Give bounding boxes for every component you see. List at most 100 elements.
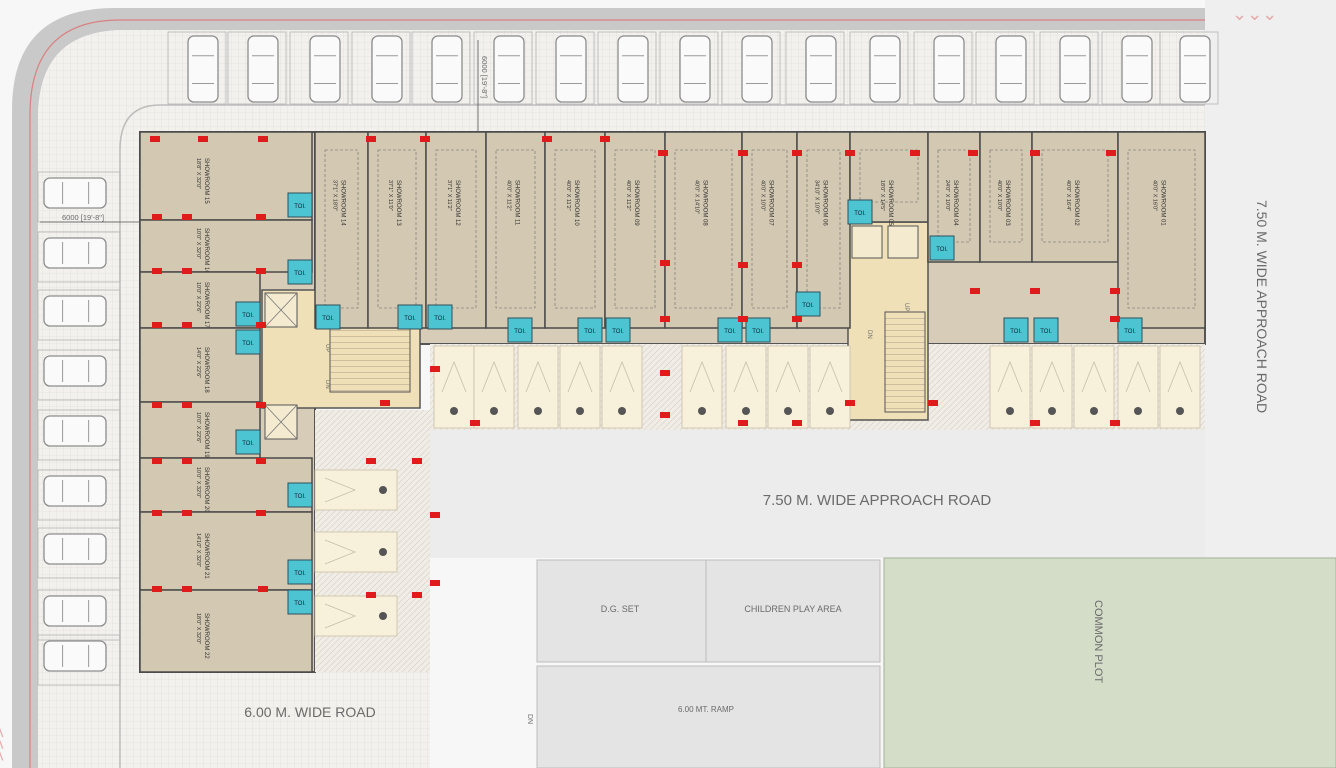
showroom-inner-line bbox=[614, 149, 656, 309]
structural-column bbox=[152, 458, 162, 464]
structural-column bbox=[366, 592, 376, 598]
parking-bay bbox=[1159, 31, 1219, 105]
showroom-size-label: 24'0" X 10'0" bbox=[944, 180, 950, 211]
shop-bay bbox=[1031, 345, 1073, 429]
left-core-dn-label: DN bbox=[324, 380, 330, 389]
structural-column bbox=[1030, 288, 1040, 294]
top-parking-bays bbox=[167, 31, 1219, 105]
toilet-label: TOI. bbox=[936, 247, 948, 253]
structural-column bbox=[152, 586, 162, 592]
car-icon bbox=[43, 415, 107, 447]
structural-column bbox=[182, 268, 192, 274]
toilet-label: TOI. bbox=[584, 329, 596, 335]
showroom-size-label: 40'0" X 11'2" bbox=[565, 180, 571, 211]
ramp-dn-label: DN bbox=[526, 714, 533, 724]
structural-column bbox=[152, 268, 162, 274]
showroom-inner-line bbox=[377, 149, 417, 309]
bay-marker-icon bbox=[379, 486, 387, 494]
showroom-unit bbox=[139, 131, 313, 221]
structural-column bbox=[412, 458, 422, 464]
structural-column bbox=[182, 510, 192, 516]
ramp-label: 6.00 MT. RAMP bbox=[678, 705, 734, 714]
parking-bay bbox=[37, 634, 121, 686]
structural-column bbox=[380, 400, 390, 406]
structural-column bbox=[430, 512, 440, 518]
showroom-unit bbox=[979, 131, 1033, 263]
showroom-inner-line bbox=[1127, 149, 1196, 309]
structural-column bbox=[152, 322, 162, 328]
structural-column bbox=[658, 150, 668, 156]
bay-marker-icon bbox=[1006, 407, 1014, 415]
car-icon bbox=[555, 35, 587, 103]
parking-bay bbox=[975, 31, 1035, 105]
showroom-size-label: 34'10" X 10'0" bbox=[814, 180, 820, 214]
bay-marker-icon bbox=[490, 407, 498, 415]
center-road-label: 7.50 M. WIDE APPROACH ROAD bbox=[763, 492, 992, 509]
car-icon bbox=[309, 35, 341, 103]
structural-column bbox=[182, 402, 192, 408]
showroom-label: SHOWROOM 10 bbox=[573, 180, 579, 226]
structural-column bbox=[256, 510, 266, 516]
showroom-size-label: 14'0" X 22'6" bbox=[195, 347, 201, 378]
toilet-block bbox=[315, 304, 341, 330]
toilet-block bbox=[1003, 317, 1029, 343]
parking-bay bbox=[351, 31, 411, 105]
inner-curb bbox=[119, 104, 1205, 768]
structural-column bbox=[968, 150, 978, 156]
structural-column bbox=[412, 592, 422, 598]
showroom-label: SHOWROOM 19 bbox=[203, 412, 209, 458]
edge-arrow-icon: >>> bbox=[0, 727, 8, 762]
right-lift-2 bbox=[887, 225, 919, 259]
structural-column bbox=[256, 322, 266, 328]
left-dimension-label: 6000 [19'-8"] bbox=[62, 213, 104, 222]
structural-column bbox=[970, 288, 980, 294]
structural-column bbox=[1030, 150, 1040, 156]
showroom-label: SHOWROOM 01 bbox=[1160, 180, 1166, 226]
toilet-label: TOI. bbox=[724, 329, 736, 335]
toilet-label: TOI. bbox=[242, 341, 254, 347]
structural-column bbox=[430, 366, 440, 372]
parking-bay bbox=[227, 31, 287, 105]
parking-bay bbox=[411, 31, 471, 105]
car-icon bbox=[43, 475, 107, 507]
toilet-label: TOI. bbox=[294, 271, 306, 277]
showroom-unit bbox=[139, 457, 313, 513]
shop-bay bbox=[681, 345, 723, 429]
car-icon bbox=[1121, 35, 1153, 103]
left-parking-bays bbox=[37, 171, 121, 686]
bay-marker-icon bbox=[1048, 407, 1056, 415]
bay-marker-icon bbox=[742, 407, 750, 415]
structural-column bbox=[792, 262, 802, 268]
car-icon bbox=[679, 35, 711, 103]
structural-column bbox=[198, 136, 208, 142]
shop-bay bbox=[989, 345, 1031, 429]
showroom-label: SHOWROOM 12 bbox=[454, 180, 460, 226]
bay-marker-icon bbox=[618, 407, 626, 415]
structural-column bbox=[366, 458, 376, 464]
shop-bay bbox=[473, 345, 515, 429]
structural-column bbox=[845, 150, 855, 156]
showroom-size-label: 10'0" X 32'0" bbox=[195, 228, 201, 259]
car-icon bbox=[741, 35, 773, 103]
showroom-unit bbox=[367, 131, 427, 329]
structural-column bbox=[258, 586, 268, 592]
shop-bay bbox=[809, 345, 851, 429]
showroom-inner-line bbox=[1041, 149, 1109, 243]
showroom-size-label: 37'1" X 11'0" bbox=[387, 180, 393, 211]
right-core-dn-label: DN bbox=[866, 330, 872, 339]
car-icon bbox=[1179, 35, 1211, 103]
shop-bay bbox=[1159, 345, 1201, 429]
structural-column bbox=[470, 420, 480, 426]
bay-marker-icon bbox=[1176, 407, 1184, 415]
structural-column bbox=[256, 402, 266, 408]
showroom-inner-line bbox=[324, 149, 359, 309]
structural-column bbox=[150, 136, 160, 142]
structural-column bbox=[928, 400, 938, 406]
common-plot bbox=[883, 557, 1336, 768]
left-staircase bbox=[329, 327, 411, 393]
approach-road bbox=[430, 430, 1205, 558]
parking-bay bbox=[597, 31, 657, 105]
structural-column bbox=[152, 510, 162, 516]
